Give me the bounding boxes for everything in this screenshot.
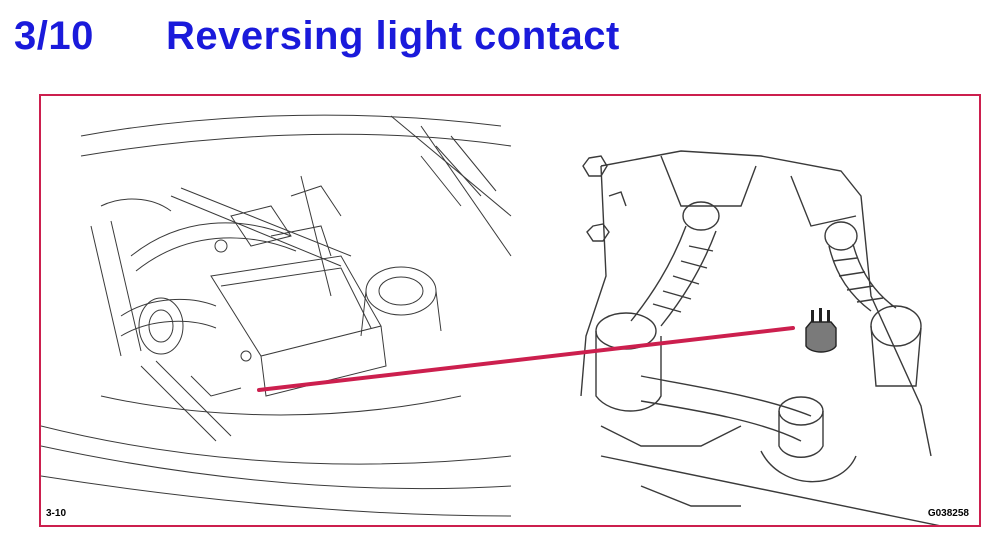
page-title: Reversing light contact xyxy=(166,13,620,58)
figure-frame: 3-10 G038258 xyxy=(39,94,981,527)
step-number: 3/10 xyxy=(14,13,94,58)
pointer-line xyxy=(257,326,795,392)
page-header: 3/10 Reversing light contact xyxy=(14,8,620,64)
illustration xyxy=(41,114,940,525)
figure-id: G038258 xyxy=(927,508,969,519)
engine-bay-drawing xyxy=(41,114,512,517)
figure-number: 3-10 xyxy=(46,508,67,519)
gearbox-drawing xyxy=(580,150,940,525)
reversing-light-contact xyxy=(805,308,837,353)
